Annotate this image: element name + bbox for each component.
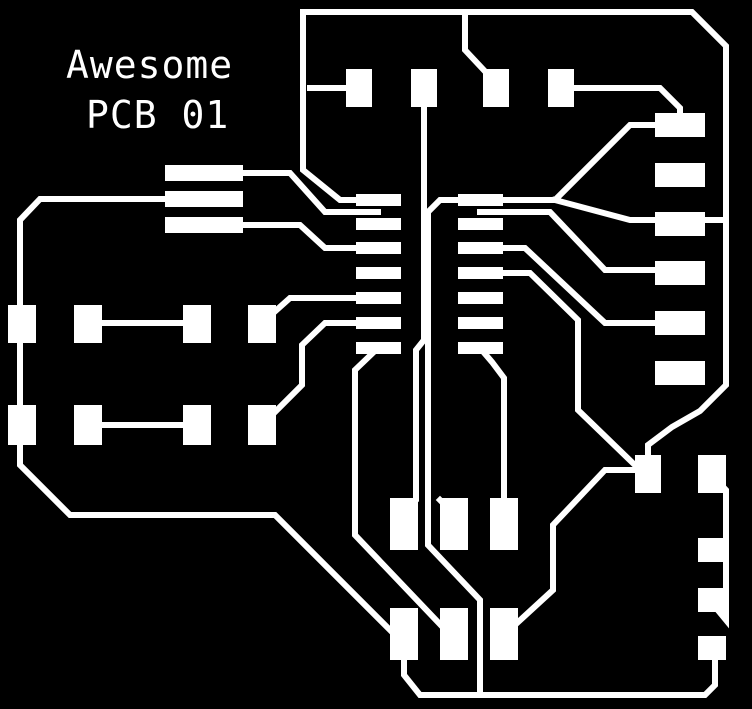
trace-center-vertical	[399, 85, 427, 517]
trace-rchip-1	[477, 122, 683, 203]
pad-br-5	[698, 636, 726, 660]
pad-lchip-2	[356, 218, 401, 230]
trace-bottom-loop	[401, 637, 718, 698]
trace-chip-left-bottom	[352, 343, 460, 645]
pad-left-3	[183, 305, 211, 343]
trace-bottom-right-diag	[499, 467, 651, 640]
trace-rchip-3	[477, 245, 683, 326]
pad-top-2	[411, 69, 437, 107]
pad-header-2	[165, 191, 243, 207]
trace-rchip-2	[477, 209, 683, 273]
pad-rchip-2	[458, 218, 503, 230]
trace-header-1	[202, 170, 381, 215]
pad-br-3	[698, 538, 726, 562]
pad-lchip-7	[356, 342, 401, 354]
pad-lchip-4	[356, 267, 401, 279]
pad-mid-1	[390, 498, 418, 550]
pad-header-3	[165, 217, 243, 233]
board-label-line1: Awesome	[66, 43, 233, 87]
pad-left-1	[8, 305, 36, 343]
pad-left-7	[183, 405, 211, 445]
pad-conn-1	[655, 113, 705, 137]
pad-mid-2	[440, 498, 468, 550]
board-label-line2: PCB 01	[86, 93, 229, 137]
trace-rchip-left-vertical	[425, 197, 483, 693]
trace-top-outer	[300, 9, 729, 473]
pad-lchip-6	[356, 317, 401, 329]
pad-conn-4	[655, 261, 705, 285]
pad-bot-2	[440, 608, 468, 660]
pad-conn-2	[655, 163, 705, 187]
pad-top-1	[346, 69, 372, 107]
pad-bot-3	[490, 608, 518, 660]
pad-left-4	[248, 305, 276, 343]
pad-br-1	[635, 455, 661, 493]
pad-lchip-5	[356, 292, 401, 304]
trace-chip-pin7	[257, 320, 381, 430]
pad-bot-1	[390, 608, 418, 660]
pad-rchip-5	[458, 292, 503, 304]
pad-top-3	[483, 69, 509, 107]
pad-left-5	[8, 405, 36, 445]
pad-lchip-1	[356, 194, 401, 206]
pad-rchip-6	[458, 317, 503, 329]
pad-left-6	[74, 405, 102, 445]
trace-rchip-4	[477, 270, 645, 475]
pad-left-2	[74, 305, 102, 343]
pad-mid-3	[490, 498, 518, 550]
pad-conn-5	[655, 311, 705, 335]
trace-rchip-bottom	[475, 343, 507, 518]
pad-left-8	[248, 405, 276, 445]
pad-rchip-1	[458, 194, 503, 206]
pad-rchip-4	[458, 267, 503, 279]
pad-conn-6	[655, 361, 705, 385]
pad-header-1	[165, 165, 243, 181]
pad-rchip-7	[458, 342, 503, 354]
trace-header-3	[202, 222, 381, 251]
trace-left-loop	[17, 196, 405, 645]
pad-lchip-3	[356, 242, 401, 254]
pad-rchip-3	[458, 242, 503, 254]
pad-conn-3	[655, 212, 705, 236]
pad-br-4	[698, 588, 726, 612]
pad-top-4	[548, 69, 574, 107]
pad-br-2	[698, 455, 726, 493]
copper-pads	[8, 69, 726, 660]
